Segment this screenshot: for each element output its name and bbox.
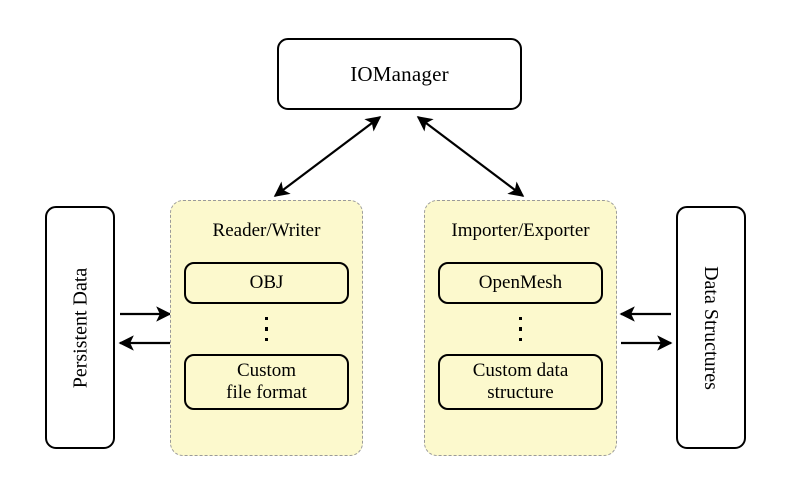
persistent-data-label: Persistent Data [69, 267, 91, 388]
dot [264, 327, 269, 331]
persistent-data-box[interactable]: Persistent Data [45, 206, 115, 449]
importer-exporter-item-openmesh[interactable]: OpenMesh [438, 262, 603, 304]
io-manager-label: IOManager [350, 61, 449, 86]
reader-writer-panel[interactable]: Reader/Writer OBJ Custom file format [170, 200, 363, 456]
dot [518, 327, 523, 331]
reader-writer-ellipsis [264, 306, 269, 352]
arrow-manager-to-importer-exporter [416, 116, 525, 197]
reader-writer-title: Reader/Writer [212, 220, 321, 241]
data-structures-label: Data Structures [700, 265, 723, 390]
importer-exporter-item-openmesh-label: OpenMesh [478, 271, 563, 293]
dot [518, 337, 523, 341]
data-structures-box[interactable]: Data Structures [676, 206, 746, 449]
importer-exporter-item-custom-data-structure-line2: structure [487, 382, 554, 403]
dot [264, 337, 269, 341]
io-manager-box[interactable]: IOManager [277, 38, 522, 110]
reader-writer-item-obj-label: OBJ [249, 271, 284, 293]
importer-exporter-item-custom-data-structure[interactable]: Custom data structure [438, 354, 603, 410]
dot [518, 317, 523, 321]
reader-writer-item-custom-file-format-line2: file format [226, 382, 307, 403]
importer-exporter-ellipsis [518, 306, 523, 352]
importer-exporter-title: Importer/Exporter [451, 220, 590, 241]
reader-writer-item-custom-file-format[interactable]: Custom file format [184, 354, 349, 410]
reader-writer-item-custom-file-format-line1: Custom [236, 359, 297, 381]
importer-exporter-item-custom-data-structure-line1: Custom data [472, 359, 569, 381]
reader-writer-item-obj[interactable]: OBJ [184, 262, 349, 304]
arrow-manager-to-reader-writer [273, 116, 382, 197]
dot [264, 317, 269, 321]
importer-exporter-panel[interactable]: Importer/Exporter OpenMesh Custom data s… [424, 200, 617, 456]
